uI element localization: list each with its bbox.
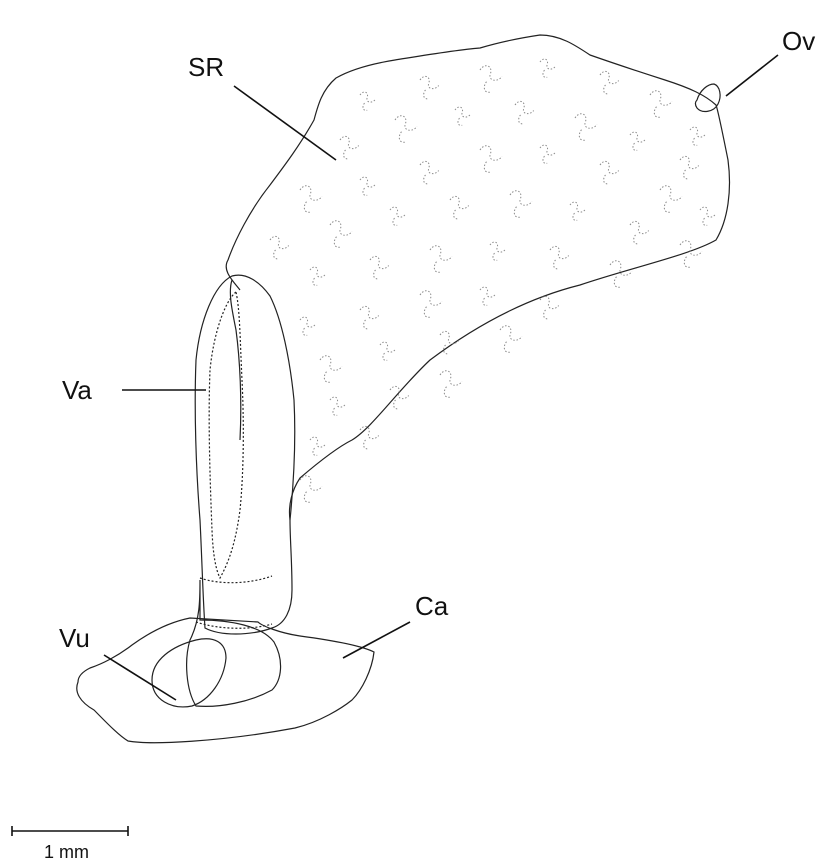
sr-squiggle <box>540 145 555 163</box>
sr-squiggle <box>630 221 649 243</box>
sr-squiggle <box>510 191 532 218</box>
sr-leader-line <box>234 86 336 160</box>
sr-squiggle <box>480 146 502 173</box>
scale-bar: 1 mm <box>12 826 128 861</box>
sr-squiggle <box>450 196 469 218</box>
sr-squiggle <box>340 136 359 158</box>
sr-squiggle <box>575 114 597 141</box>
sr-squiggle <box>300 317 315 335</box>
sr-squiggle <box>660 186 682 213</box>
sr-squiggle <box>480 66 502 93</box>
collar-ring <box>200 576 272 583</box>
sr-squiggle <box>650 91 672 118</box>
sr-squiggle <box>360 92 375 110</box>
sr-squiggle <box>330 397 345 415</box>
label-ov: Ov <box>782 26 815 56</box>
sr-squiggle <box>330 221 352 248</box>
sr-squiggle <box>395 116 417 143</box>
sr-squiggle <box>570 202 585 220</box>
oviduct-nub <box>696 84 721 111</box>
sr-squiggle <box>370 256 389 278</box>
sr-squiggle <box>320 356 342 383</box>
sr-squiggle <box>690 127 705 145</box>
sr-squiggle <box>630 132 645 150</box>
seminal-receptacle-sac <box>226 35 729 520</box>
sr-squiggle <box>300 476 322 503</box>
sr-squiggle <box>500 326 522 353</box>
sr-squiggle <box>360 306 379 328</box>
sr-squiggle <box>455 107 470 125</box>
sr-squiggle <box>430 246 452 273</box>
sr-squiggle <box>420 76 439 98</box>
base-ca-outline <box>77 618 374 743</box>
sr-squiggle <box>310 437 325 455</box>
vulva-opening <box>152 639 226 707</box>
label-sr: SR <box>188 52 224 82</box>
sr-squiggle <box>390 386 409 408</box>
sr-squiggle <box>550 246 569 268</box>
sr-surface-texture <box>270 59 715 502</box>
vagina-inner-fold <box>230 280 240 440</box>
vagina-lumen <box>209 292 243 578</box>
sr-squiggle <box>380 342 395 360</box>
sr-squiggle <box>360 177 375 195</box>
label-ca: Ca <box>415 591 449 621</box>
sr-squiggle <box>420 291 442 318</box>
ov-leader-line <box>726 55 778 96</box>
scale-bar-label: 1 mm <box>44 842 89 861</box>
sr-squiggle <box>600 161 619 183</box>
sr-squiggle <box>515 101 534 123</box>
sr-squiggle <box>390 207 405 225</box>
sr-squiggle <box>540 59 555 77</box>
sr-squiggle <box>440 371 462 398</box>
ca-leader-line <box>343 622 410 658</box>
sr-squiggle <box>680 156 699 178</box>
sr-squiggle <box>420 161 439 183</box>
label-va: Va <box>62 375 92 405</box>
sr-squiggle <box>540 296 559 318</box>
sr-squiggle <box>270 236 289 258</box>
label-vu: Vu <box>59 623 90 653</box>
sr-squiggle <box>310 267 325 285</box>
sr-squiggle <box>600 71 619 93</box>
sr-squiggle <box>700 207 715 225</box>
sr-squiggle <box>300 186 322 213</box>
vu-leader-line <box>104 655 176 700</box>
sr-squiggle <box>490 242 505 260</box>
sr-squiggle <box>360 426 379 448</box>
sr-squiggle <box>480 287 495 305</box>
vagina-collar <box>187 580 281 706</box>
